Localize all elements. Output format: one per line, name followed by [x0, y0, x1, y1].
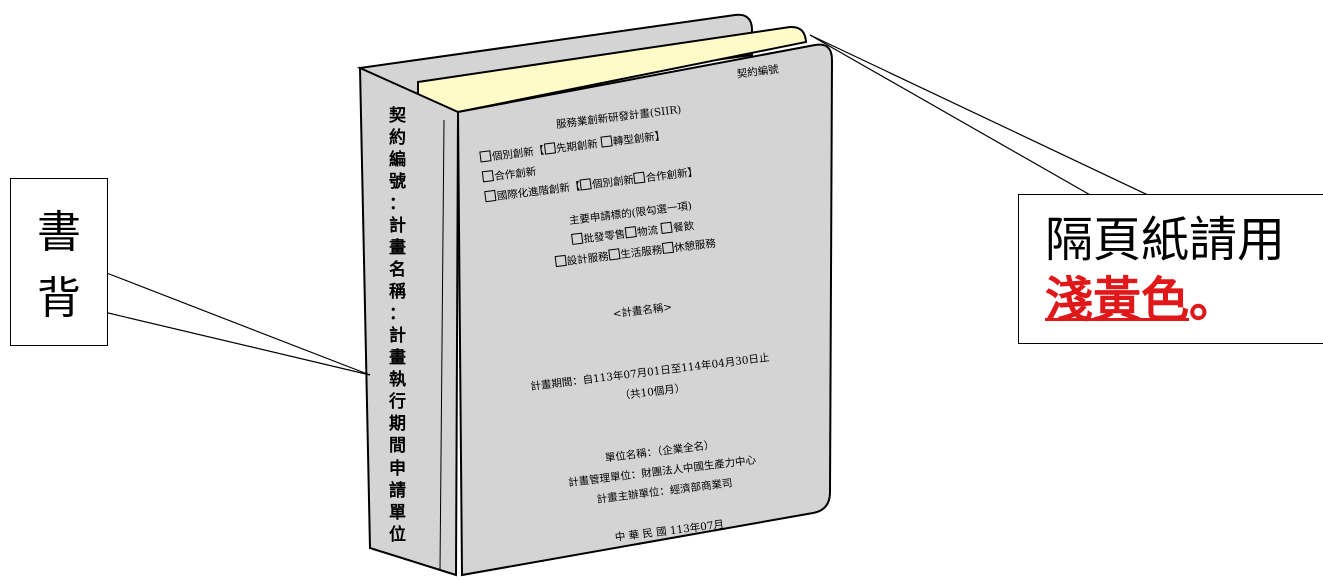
spine-title-char: ：	[389, 194, 406, 214]
spine-title-char: 契	[389, 106, 406, 126]
spine-applicant-char: 請	[389, 481, 406, 501]
spine-title-char: 計	[389, 216, 406, 236]
spine-title-char: 計	[389, 326, 406, 346]
note-highlight: 淺黃色	[1045, 272, 1190, 328]
front-cover-content: 契約編號 服務業創新研發計畫(SIIR) 個別創新【先期創新 轉型創新】 合作創…	[431, 40, 851, 551]
spine-column-applicant: 申請單位	[389, 458, 406, 546]
spine-applicant-char: 申	[389, 459, 406, 479]
spine-title-char: 稱	[389, 282, 406, 302]
contract-number: 契約編號	[736, 63, 780, 81]
checkbox	[660, 221, 673, 234]
binder-pages-top	[417, 25, 808, 113]
binder-front-cover	[456, 43, 834, 577]
spine-label-callout: 書 背	[10, 178, 108, 346]
spine-pointer	[103, 271, 371, 376]
checkbox	[479, 150, 492, 163]
spine-label-char-2: 背	[37, 273, 81, 324]
checkbox	[484, 189, 497, 203]
divider-color-note: 隔頁紙請用 淺黃色。	[1018, 194, 1323, 344]
checkbox	[543, 142, 556, 155]
checkbox	[624, 226, 637, 239]
note-suffix: 。	[1189, 272, 1238, 328]
checkbox	[579, 178, 592, 191]
spine-title-char: ：	[389, 304, 406, 324]
spine-title-char: 畫	[389, 348, 406, 368]
spine-title-char: 間	[389, 436, 406, 456]
spine-title-char: 名	[389, 260, 406, 280]
checkbox	[600, 135, 613, 148]
plan-name-placeholder: <計畫名稱>	[612, 301, 673, 321]
binder-spine	[358, 66, 460, 577]
note-line-1: 隔頁紙請用	[1045, 212, 1286, 268]
spine-title-char: 期	[389, 414, 406, 434]
checkbox	[554, 254, 567, 268]
checkbox	[661, 241, 674, 254]
spine-label-char-1: 書	[37, 207, 81, 258]
spine-column-title: 契約編號：計畫名稱：計畫執行期間	[389, 105, 406, 457]
spine-title-char: 執	[389, 370, 406, 390]
checkbox	[607, 248, 620, 261]
spine-title-char: 號	[389, 172, 406, 192]
checkbox	[570, 232, 584, 245]
spine-applicant-char: 單	[389, 503, 406, 523]
spine-title-char: 約	[389, 128, 406, 148]
note-line-2: 淺黃色。	[1045, 273, 1237, 327]
option-cooperative: 合作創新	[481, 164, 537, 185]
checkbox	[633, 171, 646, 184]
checkbox	[481, 170, 495, 183]
spine-title-char: 行	[389, 392, 406, 412]
spine-applicant-char: 位	[389, 525, 406, 545]
spine-title-char: 編	[389, 150, 406, 170]
spine-text: 契約編號：計畫名稱：計畫執行期間 申請單位	[372, 105, 426, 550]
spine-title-char: 畫	[389, 238, 406, 258]
pages-pointer	[809, 34, 1151, 197]
